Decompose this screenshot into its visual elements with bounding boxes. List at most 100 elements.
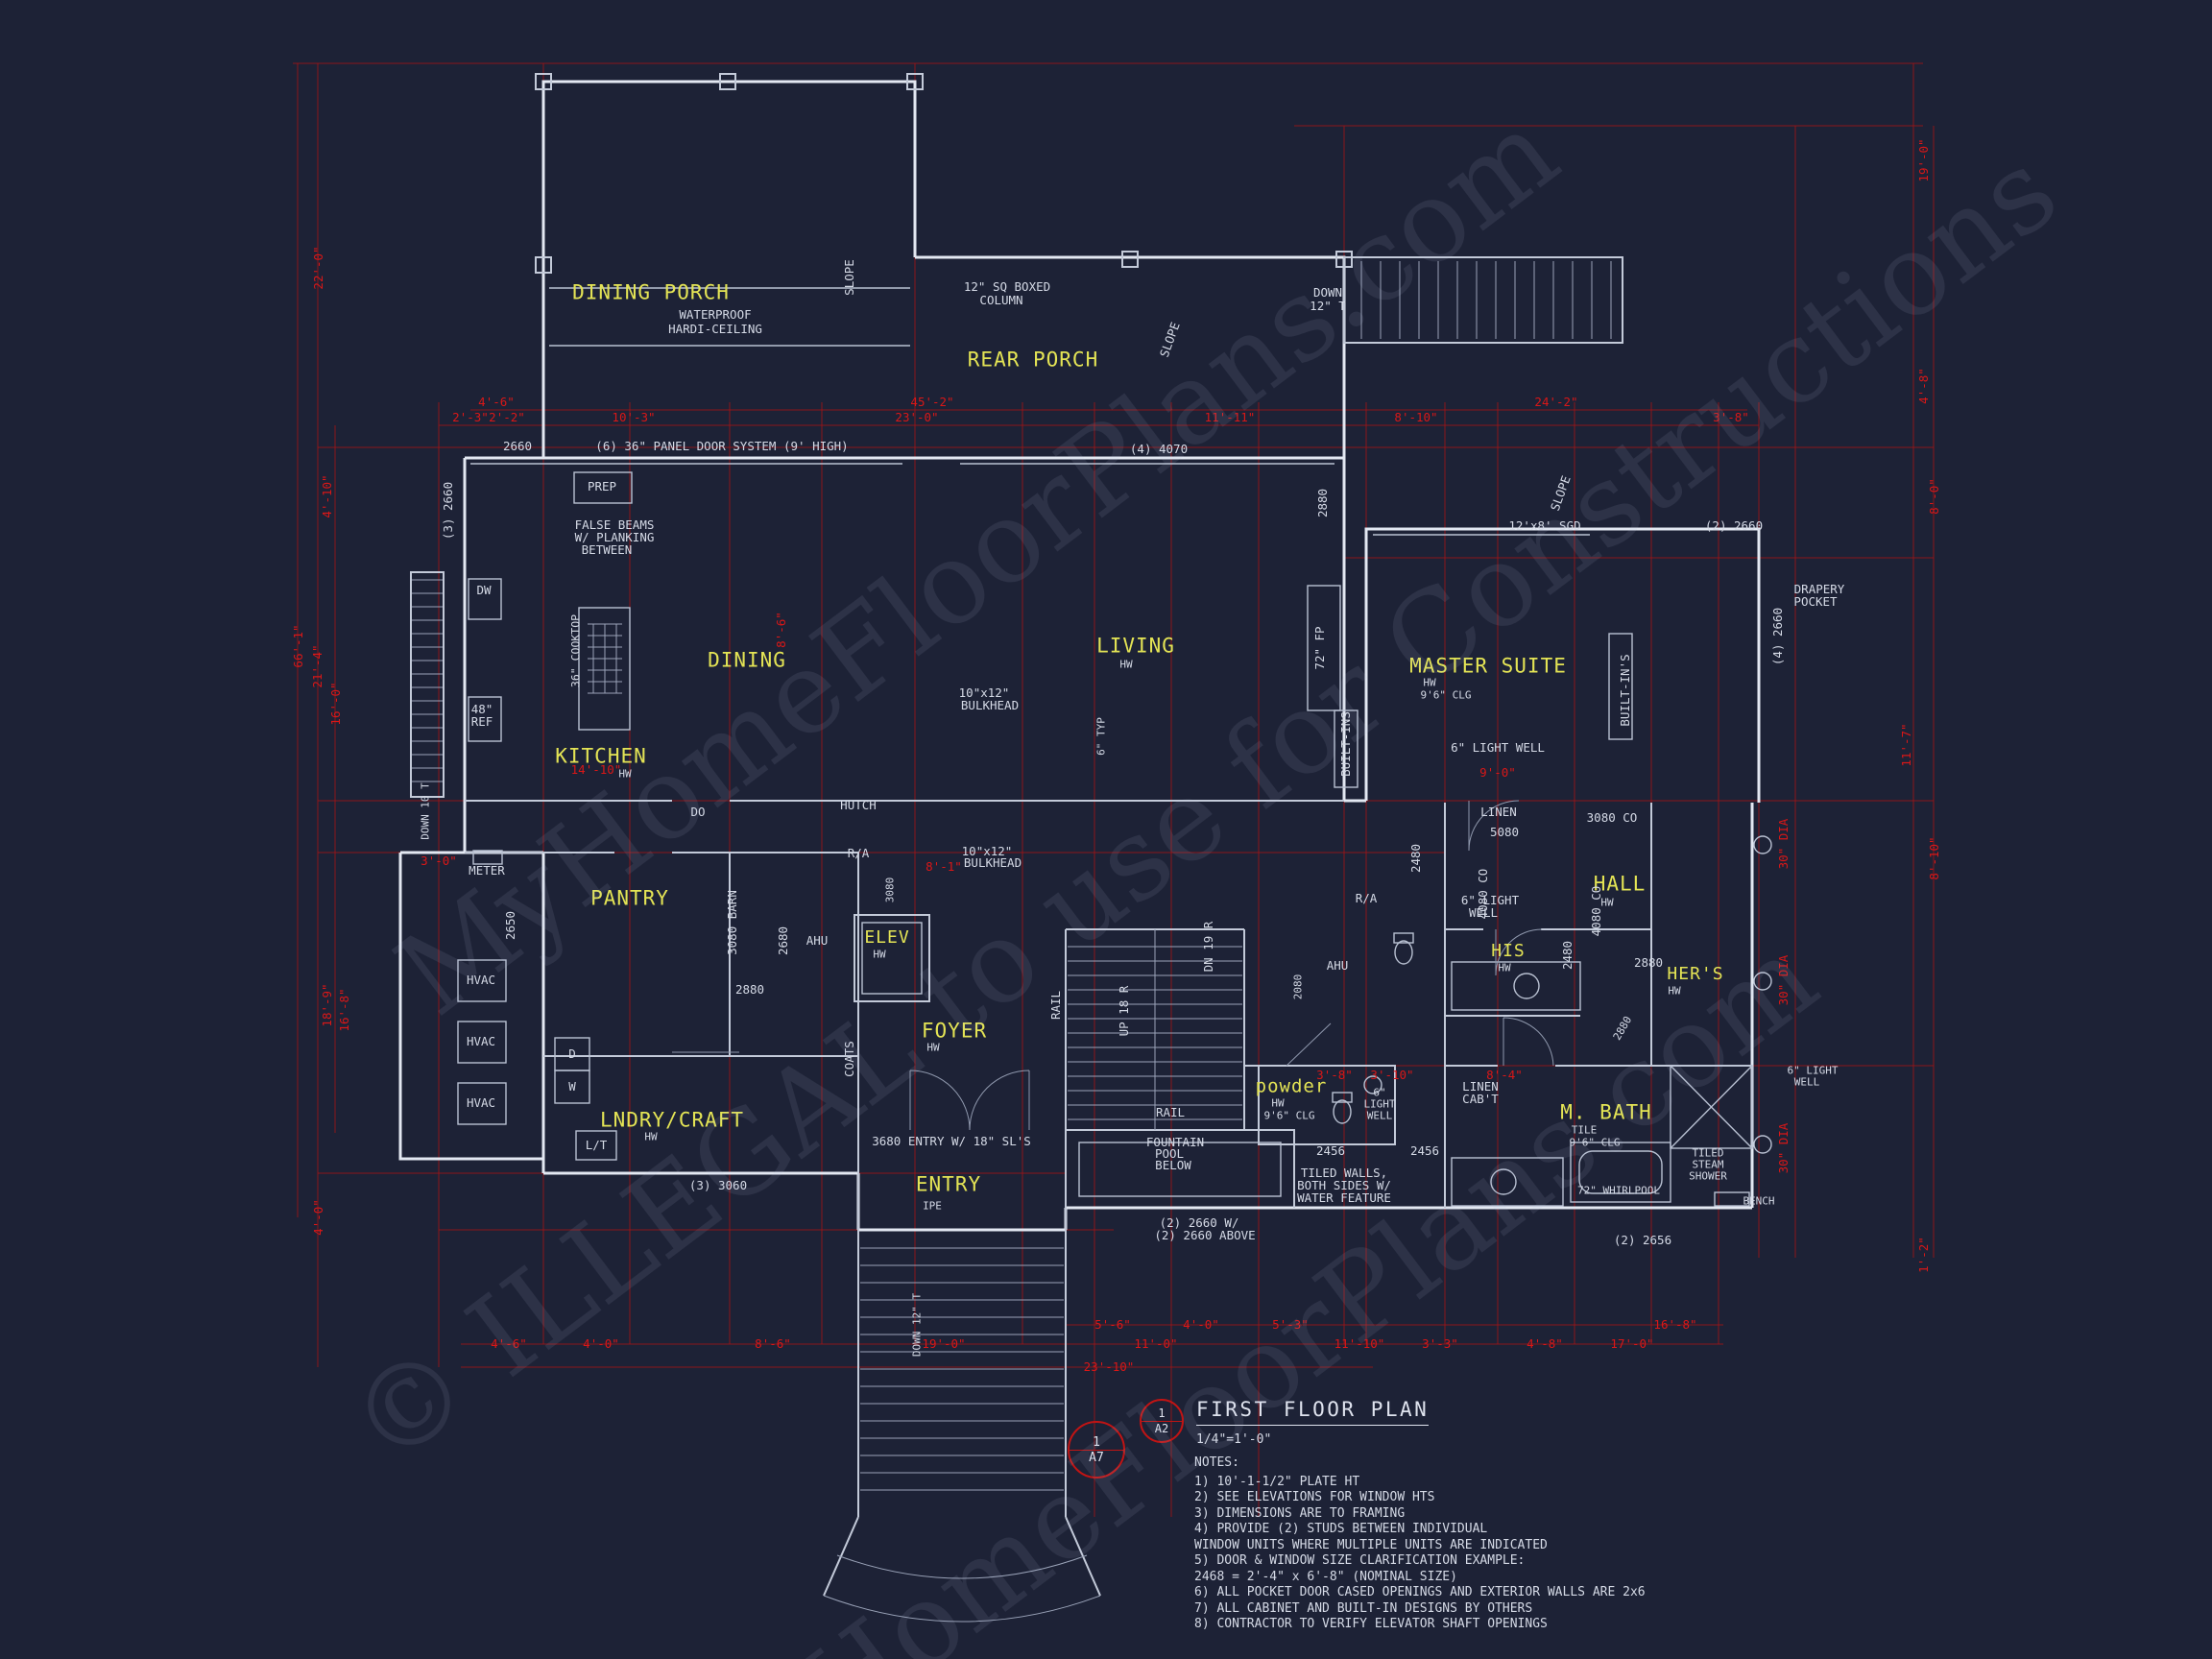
dimension-23-0: 23'-0" bbox=[895, 409, 939, 424]
dimension-23-10: 23'-10" bbox=[1083, 1358, 1135, 1374]
dimension-4-8: 4'-8" bbox=[1527, 1335, 1563, 1351]
section-marker-bubble: 1 A7 bbox=[1068, 1421, 1125, 1479]
annotation-hw: HW bbox=[926, 1041, 940, 1054]
annotation-36-cooktop: 36" COOKTOP bbox=[568, 613, 583, 688]
dimension-3-8: 3'-8" bbox=[1713, 409, 1749, 424]
annotation-down: DOWN bbox=[1312, 284, 1343, 300]
dimension-21-4: 21'-4" bbox=[309, 644, 325, 688]
annotation-3-3060: (3) 3060 bbox=[688, 1177, 748, 1192]
dimension-19-0: 19'-0" bbox=[922, 1335, 966, 1351]
dimension-3-8: 3'-8" bbox=[1316, 1067, 1353, 1082]
annotation-hardi-ceiling: HARDI-CEILING bbox=[668, 321, 762, 336]
dimension-66-1: 66'-1" bbox=[290, 624, 305, 668]
bubble-divider bbox=[1070, 1449, 1123, 1451]
dimension-4-0: 4'-0" bbox=[1183, 1316, 1219, 1332]
room-label-rear-porch: REAR PORCH bbox=[967, 348, 1099, 372]
annotation-3680-entry-w-18-sl-s: 3680 ENTRY W/ 18" SL'S bbox=[872, 1133, 1031, 1148]
annotation-ahu: AHU bbox=[1326, 957, 1349, 973]
room-label-foyer: FOYER bbox=[921, 1019, 988, 1043]
annotation-hvac: HVAC bbox=[466, 972, 496, 987]
dimension-16-0: 16'-0" bbox=[327, 682, 343, 726]
note-item: 3) DIMENSIONS ARE TO FRAMING bbox=[1194, 1505, 1406, 1521]
annotation-12-sq-boxed: 12" SQ BOXED bbox=[963, 278, 1051, 294]
dimension-9-0: 9'-0" bbox=[1479, 764, 1516, 780]
bubble-divider bbox=[1142, 1420, 1182, 1422]
annotation-hw: HW bbox=[1423, 676, 1436, 689]
annotation-up-18-r: UP 18 R bbox=[1116, 985, 1131, 1037]
detail-bubble: 1 A2 bbox=[1140, 1399, 1184, 1443]
annotation-hw: HW bbox=[1271, 1096, 1285, 1110]
annotation-bulkhead: BULKHEAD bbox=[960, 697, 1020, 712]
annotation-hvac: HVAC bbox=[466, 1094, 496, 1110]
annotation-10-x12: 10"x12" bbox=[958, 685, 1010, 700]
detail-sheet: A2 bbox=[1154, 1421, 1169, 1435]
dimension-17-0: 17'-0" bbox=[1610, 1335, 1654, 1351]
annotation-l-t: L/T bbox=[585, 1137, 608, 1152]
annotation-meter: METER bbox=[469, 862, 505, 878]
annotation-between: BETWEEN bbox=[581, 541, 633, 557]
dimension-8-1: 8'-1" bbox=[926, 858, 962, 874]
dimension-8-6: 8'-6" bbox=[755, 1335, 791, 1351]
annotation-12-x8-sgd: 12'x8' SGD bbox=[1508, 517, 1581, 533]
annotation-hutch: HUTCH bbox=[840, 797, 877, 812]
annotation-linen: LINEN bbox=[1462, 1078, 1499, 1094]
annotation-ref: REF bbox=[470, 713, 493, 729]
marker-sheet: A7 bbox=[1089, 1450, 1104, 1465]
annotation-4-4070: (4) 4070 bbox=[1129, 441, 1189, 456]
annotation-steam: STEAM bbox=[1692, 1158, 1724, 1171]
annotation-2080: 2080 bbox=[1291, 974, 1305, 1000]
annotation-hw: HW bbox=[873, 948, 886, 961]
room-label-lndry-craft: LNDRY/CRAFT bbox=[599, 1108, 745, 1132]
annotation-well: WELL bbox=[1366, 1109, 1393, 1122]
annotation-bulkhead: BULKHEAD bbox=[963, 854, 1022, 870]
annotation-2680: 2680 bbox=[775, 926, 790, 956]
annotation-waterproof: WATERPROOF bbox=[679, 306, 752, 322]
room-label-kitchen: KITCHEN bbox=[555, 744, 647, 768]
dimension-16-8: 16'-8" bbox=[336, 988, 351, 1032]
annotation-hw: HW bbox=[618, 767, 632, 781]
dimension-10-3: 10'-3" bbox=[612, 409, 656, 424]
dimension-45-2: 45'-2" bbox=[910, 394, 954, 409]
marker-number: 1 bbox=[1093, 1434, 1100, 1450]
dimension-4-10: 4'-10" bbox=[319, 474, 334, 518]
annotation-6-light-well: 6" LIGHT WELL bbox=[1451, 739, 1545, 755]
dimension-8-0: 8'-0" bbox=[1926, 478, 1941, 515]
annotation-water-feature: WATER FEATURE bbox=[1297, 1190, 1391, 1205]
annotation-r-a: R/A bbox=[1355, 890, 1378, 905]
annotation-9-6-clg: 9'6" CLG bbox=[1263, 1109, 1315, 1122]
annotation-6-36-panel-door-system-9-high: (6) 36" PANEL DOOR SYSTEM (9' HIGH) bbox=[595, 438, 849, 453]
room-label-master-suite: MASTER SUITE bbox=[1409, 654, 1567, 678]
room-label-powder: powder bbox=[1255, 1075, 1328, 1097]
annotation-12-t: 12" T bbox=[1310, 298, 1346, 313]
annotation-2480: 2480 bbox=[1559, 940, 1575, 971]
annotation-hw: HW bbox=[1600, 896, 1614, 909]
annotation-dn-19-r: DN 19 R bbox=[1200, 921, 1215, 973]
annotation-column: COLUMN bbox=[979, 292, 1023, 307]
annotation-48: 48" bbox=[470, 701, 493, 716]
room-label-entry: ENTRY bbox=[915, 1172, 982, 1196]
annotation-9-6-clg: 9'6" CLG bbox=[1569, 1136, 1621, 1149]
note-item: 7) ALL CABINET AND BUILT-IN DESIGNS BY O… bbox=[1194, 1600, 1533, 1616]
page-title: FIRST FLOOR PLAN bbox=[1196, 1398, 1430, 1426]
dimension-3-0: 3'-0" bbox=[421, 853, 457, 868]
dimension-3-10: 3'-10" bbox=[1370, 1067, 1414, 1082]
annotation-2456: 2456 bbox=[1315, 1142, 1346, 1158]
annotation-tiled: TILED bbox=[1692, 1146, 1724, 1160]
annotation-3-2660: (3) 2660 bbox=[440, 481, 455, 541]
annotation-light: LIGHT bbox=[1363, 1097, 1396, 1111]
dimension-2-2: 2'-2" bbox=[489, 409, 525, 424]
dimension-11-11: 11'-11" bbox=[1204, 409, 1256, 424]
dimension-2-3: 2'-3" bbox=[452, 409, 489, 424]
annotation-2-2660-w: (2) 2660 W/ bbox=[1159, 1214, 1239, 1230]
annotation-well: WELL bbox=[1468, 904, 1499, 920]
annotation-tile: TILE bbox=[1571, 1123, 1598, 1137]
dimension-5-3: 5'-3" bbox=[1272, 1316, 1309, 1332]
room-label-living: LIVING bbox=[1096, 634, 1175, 658]
annotation-prep: PREP bbox=[587, 478, 617, 493]
note-item: 6) ALL POCKET DOOR CASED OPENINGS AND EX… bbox=[1194, 1585, 1646, 1599]
dimension-8-10: 8'-10" bbox=[1926, 836, 1941, 880]
note-item: WINDOW UNITS WHERE MULTIPLE UNITS ARE IN… bbox=[1194, 1537, 1548, 1552]
